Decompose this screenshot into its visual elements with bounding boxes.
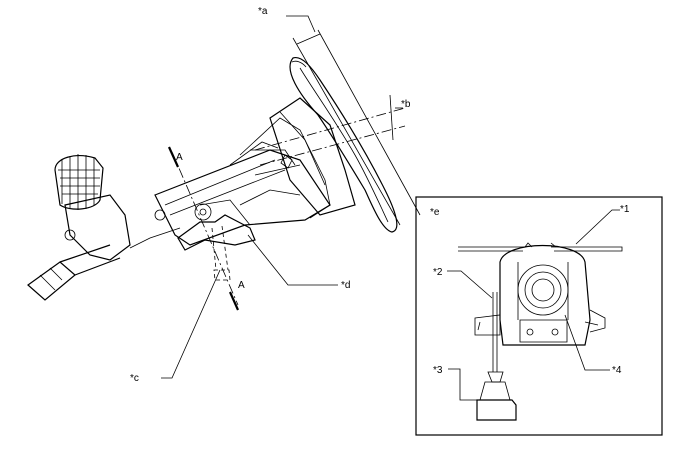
leader-1 [575, 209, 620, 245]
callout-b: *b [401, 99, 411, 110]
dimension-b [254, 94, 406, 166]
callout-e: *e [430, 207, 440, 218]
leader-3 [448, 368, 477, 401]
tilt-lever [129, 199, 256, 251]
callout-d: *d [341, 280, 350, 291]
section-line-a [167, 146, 240, 311]
section-mark-bottom: A [238, 280, 245, 291]
leader-c [161, 269, 221, 379]
callout-3: *3 [433, 365, 443, 376]
detail-inset [415, 196, 663, 436]
leader-2 [447, 270, 493, 299]
callout-1: *1 [620, 204, 630, 215]
callout-4: *4 [612, 365, 622, 376]
leader-d [247, 234, 338, 286]
steering-column-body [154, 141, 331, 246]
section-mark-top: A [176, 152, 183, 163]
callout-2: *2 [433, 267, 443, 278]
motor-assembly [54, 154, 131, 261]
dimension-a [286, 15, 421, 226]
leader-4 [564, 314, 610, 371]
callout-a: *a [258, 6, 268, 17]
wrench-dashed-position [211, 225, 231, 281]
intermediate-shaft [27, 244, 121, 301]
callout-c: *c [130, 373, 139, 384]
